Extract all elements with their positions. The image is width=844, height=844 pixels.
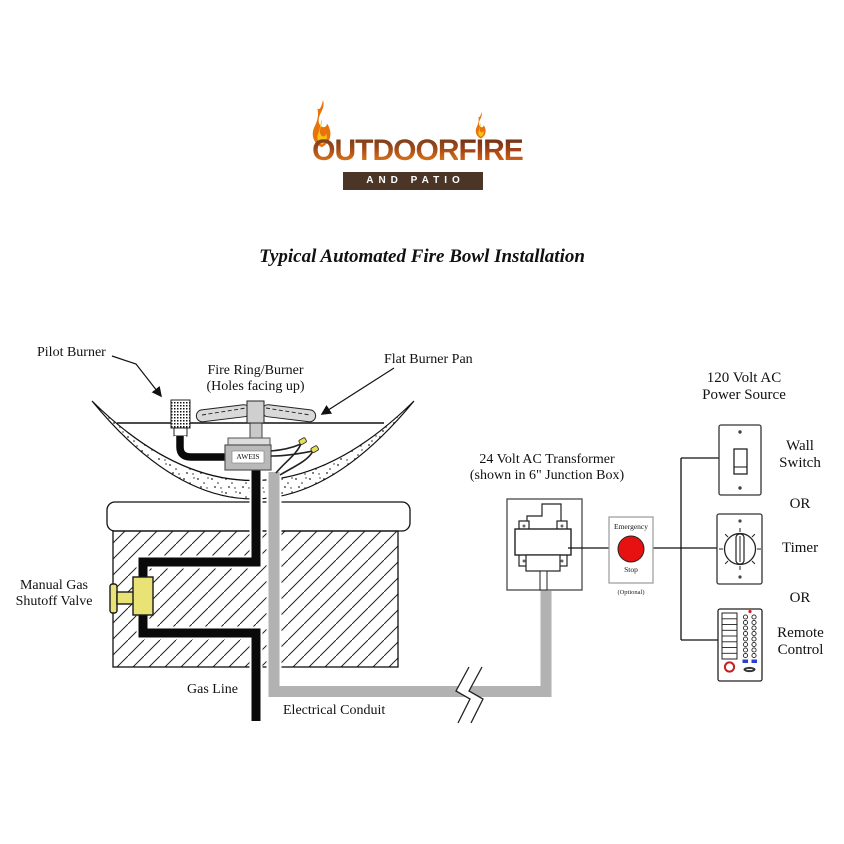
manual-gas-valve-label-line2: Shutoff Valve — [15, 594, 93, 609]
emergency-label: Emergency — [613, 522, 648, 531]
aweis-module — [224, 437, 272, 471]
power-source-label: 120 Volt AC Power Source — [694, 370, 794, 404]
manual-gas-valve-label: Manual Gas Shutoff Valve — [3, 578, 105, 610]
remote-control — [717, 608, 763, 682]
or-label-2: OR — [789, 590, 811, 606]
pedestal-base — [106, 501, 411, 668]
manual-shutoff-valve — [109, 576, 154, 616]
timer-label: Timer — [781, 540, 819, 556]
brand-tagline: AND PATIO — [343, 172, 483, 190]
power-source-label-line1: 120 Volt AC — [706, 370, 782, 386]
fire-ring-label: Fire Ring/Burner (Holes facing up) — [178, 363, 333, 395]
wall-switch-label-line2: Switch — [779, 455, 821, 471]
wall-switch-label-line1: Wall — [786, 438, 814, 454]
brand-name: OUTDOORFIRE — [300, 134, 535, 168]
remote-control-label-line2: Control — [777, 642, 824, 658]
wire-nuts — [270, 437, 319, 476]
brand-word-outdoor: OUTDOOR — [312, 134, 459, 167]
or-label-1: OR — [789, 496, 811, 512]
transformer-label-line1: 24 Volt AC Transformer — [479, 452, 615, 467]
brand-word-fire: FIRE — [458, 134, 523, 167]
junction-box — [506, 498, 583, 591]
page-title: Typical Automated Fire Bowl Installation — [259, 246, 585, 267]
fire-ring-label-line2: (Holes facing up) — [206, 379, 305, 394]
fire-ring-label-line1: Fire Ring/Burner — [207, 363, 304, 378]
power-source-label-line2: Power Source — [702, 387, 786, 403]
electrical-conduit — [266, 472, 554, 699]
gas-line-label: Gas Line — [187, 682, 238, 697]
transformer-label: 24 Volt AC Transformer (shown in 6" Junc… — [458, 452, 636, 484]
transformer — [514, 503, 572, 591]
remote-control-label: Remote Control — [763, 625, 838, 659]
pilot-burner — [170, 399, 191, 437]
flame-icon-small — [475, 112, 486, 139]
timer-device — [716, 513, 763, 585]
manual-gas-valve-label-line1: Manual Gas — [19, 578, 89, 593]
pilot-burner-label: Pilot Burner — [37, 345, 106, 360]
leader-arrows — [111, 355, 395, 415]
flat-burner-pan-label: Flat Burner Pan — [384, 352, 473, 367]
wall-switch-label: Wall Switch — [769, 438, 831, 472]
control-wiring — [568, 457, 719, 641]
transformer-label-line2: (shown in 6" Junction Box) — [469, 468, 625, 483]
fire-ring — [195, 400, 317, 441]
wall-switch — [718, 424, 762, 496]
aweis-label: AWEIS — [236, 451, 260, 461]
pilot-gas-pipe — [174, 436, 225, 463]
emergency-stop — [608, 516, 654, 584]
emergency-stop-button — [617, 535, 645, 563]
electrical-conduit-label: Electrical Conduit — [283, 703, 386, 718]
brand-logo: OUTDOORFIRE AND PATIO — [300, 100, 535, 192]
conduit-break-symbol — [455, 666, 484, 724]
flame-icon-large — [312, 100, 331, 148]
optional-label: (Optional) — [617, 589, 645, 596]
switch-toggle — [733, 448, 748, 475]
fire-bowl — [91, 400, 415, 500]
remote-control-label-line1: Remote — [777, 625, 824, 641]
stop-label: Stop — [624, 565, 638, 574]
